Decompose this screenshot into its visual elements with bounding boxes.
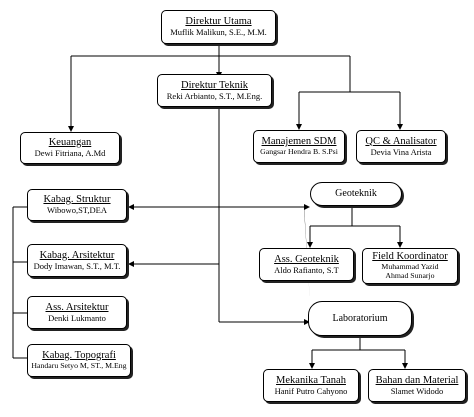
qc-analisator-box: QC & Analisator Devia Vina Arista	[356, 130, 446, 163]
kabag-struktur-name: Wibowo,ST,DEA	[47, 205, 107, 216]
direktur-teknik-title: Direktur Teknik	[180, 79, 248, 91]
bahan-material-title: Bahan dan Material	[375, 374, 459, 386]
laboratorium-label: Laboratorium	[332, 312, 388, 324]
qc-analisator-title: QC & Analisator	[365, 135, 437, 147]
keuangan-name: Dewi Fitriana, A.Md	[34, 148, 106, 159]
direktur-utama-name: Muflik Malikun, S.E., M.M.	[170, 27, 267, 38]
geoteknik-box: Geoteknik	[310, 182, 402, 206]
kabag-arsitektur-box: Kabag. Arsitektur Dody Imawan, S.T., M.T…	[27, 244, 127, 277]
geoteknik-label: Geoteknik	[335, 188, 377, 200]
manajemen-sdm-name: Gangsar Hendra B. S.Psi	[260, 147, 338, 157]
kabag-topografi-name: Handaru Setyo M, ST., M.Eng	[31, 361, 127, 371]
mekanika-tanah-title: Mekanika Tanah	[276, 374, 346, 386]
direktur-teknik-name: Reki Arbianto, S.T., M.Eng.	[166, 90, 263, 101]
field-koordinator-title: Field Koordinator	[372, 251, 448, 263]
kabag-topografi-title: Kabag. Topografi	[42, 349, 116, 361]
keuangan-title: Keuangan	[48, 137, 92, 149]
ass-arsitektur-box: Ass. Arsitektur Denki Lukmanto	[27, 296, 127, 329]
ass-arsitektur-name: Denki Lukmanto	[48, 312, 106, 323]
bahan-material-box: Bahan dan Material Slamet Widodo	[368, 369, 466, 402]
ass-geoteknik-title: Ass. Geoteknik	[274, 253, 339, 265]
ass-geoteknik-name: Aldo Rafianto, S.T	[274, 264, 339, 275]
ass-geoteknik-box: Ass. Geoteknik Aldo Rafianto, S.T	[259, 248, 354, 281]
direktur-utama-title: Direktur Utama	[185, 16, 252, 28]
kabag-topografi-box: Kabag. Topografi Handaru Setyo M, ST., M…	[27, 344, 131, 377]
laboratorium-box: Laboratorium	[308, 301, 412, 336]
field-koordinator-box: Field Koordinator Muhammad Yazid Ahmad S…	[362, 248, 458, 284]
manajemen-sdm-title: Manajemen SDM	[261, 135, 337, 147]
keuangan-box: Keuangan Dewi Fitriana, A.Md	[20, 132, 120, 164]
ass-arsitektur-title: Ass. Arsitektur	[45, 301, 109, 313]
mekanika-tanah-name: Hanif Putro Cahyono	[274, 385, 348, 396]
kabag-struktur-box: Kabag. Struktur Wibowo,ST,DEA	[27, 189, 127, 221]
manajemen-sdm-box: Manajemen SDM Gangsar Hendra B. S.Psi	[253, 130, 345, 163]
mekanika-tanah-box: Mekanika Tanah Hanif Putro Cahyono	[263, 369, 359, 402]
field-koordinator-name-1: Muhammad Yazid	[381, 262, 439, 272]
bahan-material-name: Slamet Widodo	[390, 385, 444, 396]
kabag-arsitektur-title: Kabag. Arsitektur	[39, 249, 115, 261]
direktur-teknik-box: Direktur Teknik Reki Arbianto, S.T., M.E…	[157, 74, 272, 107]
direktur-utama-box: Direktur Utama Muflik Malikun, S.E., M.M…	[161, 10, 276, 44]
field-koordinator-name-2: Ahmad Sunarjo	[385, 271, 435, 281]
kabag-struktur-title: Kabag. Struktur	[43, 194, 111, 206]
qc-analisator-name: Devia Vina Arista	[370, 146, 432, 157]
kabag-arsitektur-name: Dody Imawan, S.T., M.T.	[33, 260, 121, 271]
